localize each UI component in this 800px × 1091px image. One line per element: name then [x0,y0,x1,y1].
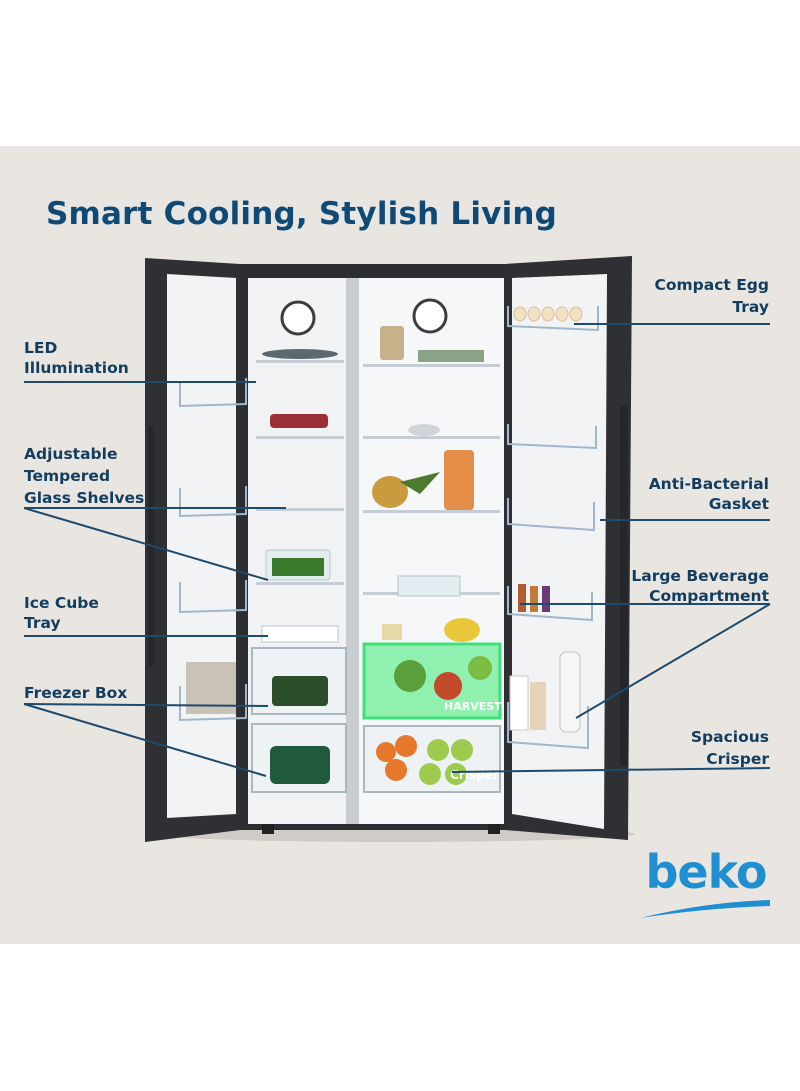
label-freezer-box: Freezer Box [24,683,127,703]
label-line: Compartment [649,587,769,605]
label-ice-cube-tray: Ice Cube Tray [24,593,99,633]
freezer-leader-top [23,703,269,707]
label-anti-bacterial-gasket: Anti-Bacterial Gasket [649,474,769,514]
label-line: Tray [732,298,769,316]
center-divider [346,278,359,824]
label-line: Compact Egg [654,276,769,294]
right-door-bins [507,306,599,750]
refrigerator-illustration: HARVEST Crisper [23,256,771,842]
crisper-leader [451,767,771,773]
harvest-drawer-label: HARVEST [444,700,502,713]
brand-logo: beko [640,846,772,922]
leader-lines [23,323,771,777]
label-line: Adjustable [24,445,118,463]
label-line: Illumination [24,359,129,377]
label-line: Freezer Box [24,684,128,702]
label-line: Large Beverage [631,567,769,585]
label-line: Ice Cube [24,594,99,612]
egg-tray [513,306,583,322]
label-line: Glass Shelves [24,489,145,507]
label-line: Anti-Bacterial [648,475,769,493]
label-adjustable-shelves: Adjustable Tempered Glass Shelves [24,443,144,509]
left-door-liner [167,274,236,818]
label-led-illumination: LED Illumination [24,338,129,378]
freezer-leader-bottom [23,703,267,777]
label-spacious-crisper: Spacious Crisper [691,726,769,770]
left-door-bins [179,378,247,722]
beverage-leader-bottom [575,603,771,719]
shelves-leader-bottom [23,507,269,581]
label-compact-egg-tray: Compact Egg Tray [654,274,769,318]
label-line: Spacious [690,728,769,746]
crisper-drawer-label: Crisper [450,768,499,782]
fresh-food-compartment: HARVEST Crisper [362,298,502,793]
brand-swoosh-icon [640,900,770,918]
product-banner: HARVEST Crisper [0,146,800,944]
label-line: Crisper [706,750,769,768]
brand-wordmark: beko [645,845,767,899]
freezer-compartment [251,300,347,793]
label-line: Tray [24,614,61,632]
label-large-beverage-compartment: Large Beverage Compartment [631,566,769,606]
label-line: Gasket [708,495,769,513]
label-line: Tempered [24,467,111,485]
headline: Smart Cooling, Stylish Living [46,196,558,232]
label-line: LED [24,339,58,357]
